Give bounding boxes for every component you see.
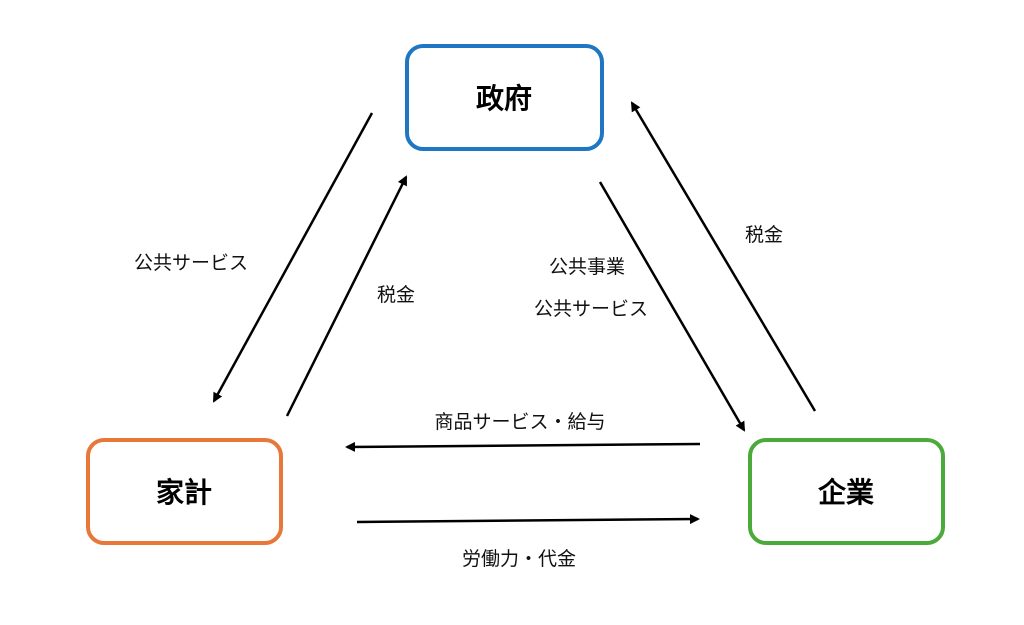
flow-label-household-to-business: 労働力・代金: [462, 548, 576, 570]
arrow-household-to-gov: [285, 175, 408, 417]
household-label: 家計: [156, 476, 212, 509]
government-node: 政府: [405, 44, 604, 151]
flow-label-gov-to-business-1: 公共事業: [549, 256, 625, 278]
flow-label-gov-to-household: 公共サービス: [134, 252, 248, 274]
arrow-gov-to-household: [212, 112, 374, 403]
government-box: [405, 44, 604, 151]
government-label: 政府: [476, 82, 532, 115]
business-node: 企業: [748, 438, 945, 545]
business-label: 企業: [818, 476, 874, 509]
arrow-business-to-gov: [630, 101, 817, 412]
flow-label-business-to-gov: 税金: [745, 224, 783, 246]
arrow-business-to-household: [345, 441, 701, 452]
arrow-gov-to-business: [598, 181, 746, 432]
flow-label-household-to-gov: 税金: [377, 284, 415, 306]
flow-label-gov-to-business-2: 公共サービス: [534, 298, 648, 320]
arrow-household-to-business: [356, 514, 700, 525]
flow-label-business-to-household: 商品サービス・給与: [434, 411, 605, 433]
household-node: 家計: [86, 438, 283, 545]
business-box: [748, 438, 945, 545]
household-box: [86, 438, 283, 545]
